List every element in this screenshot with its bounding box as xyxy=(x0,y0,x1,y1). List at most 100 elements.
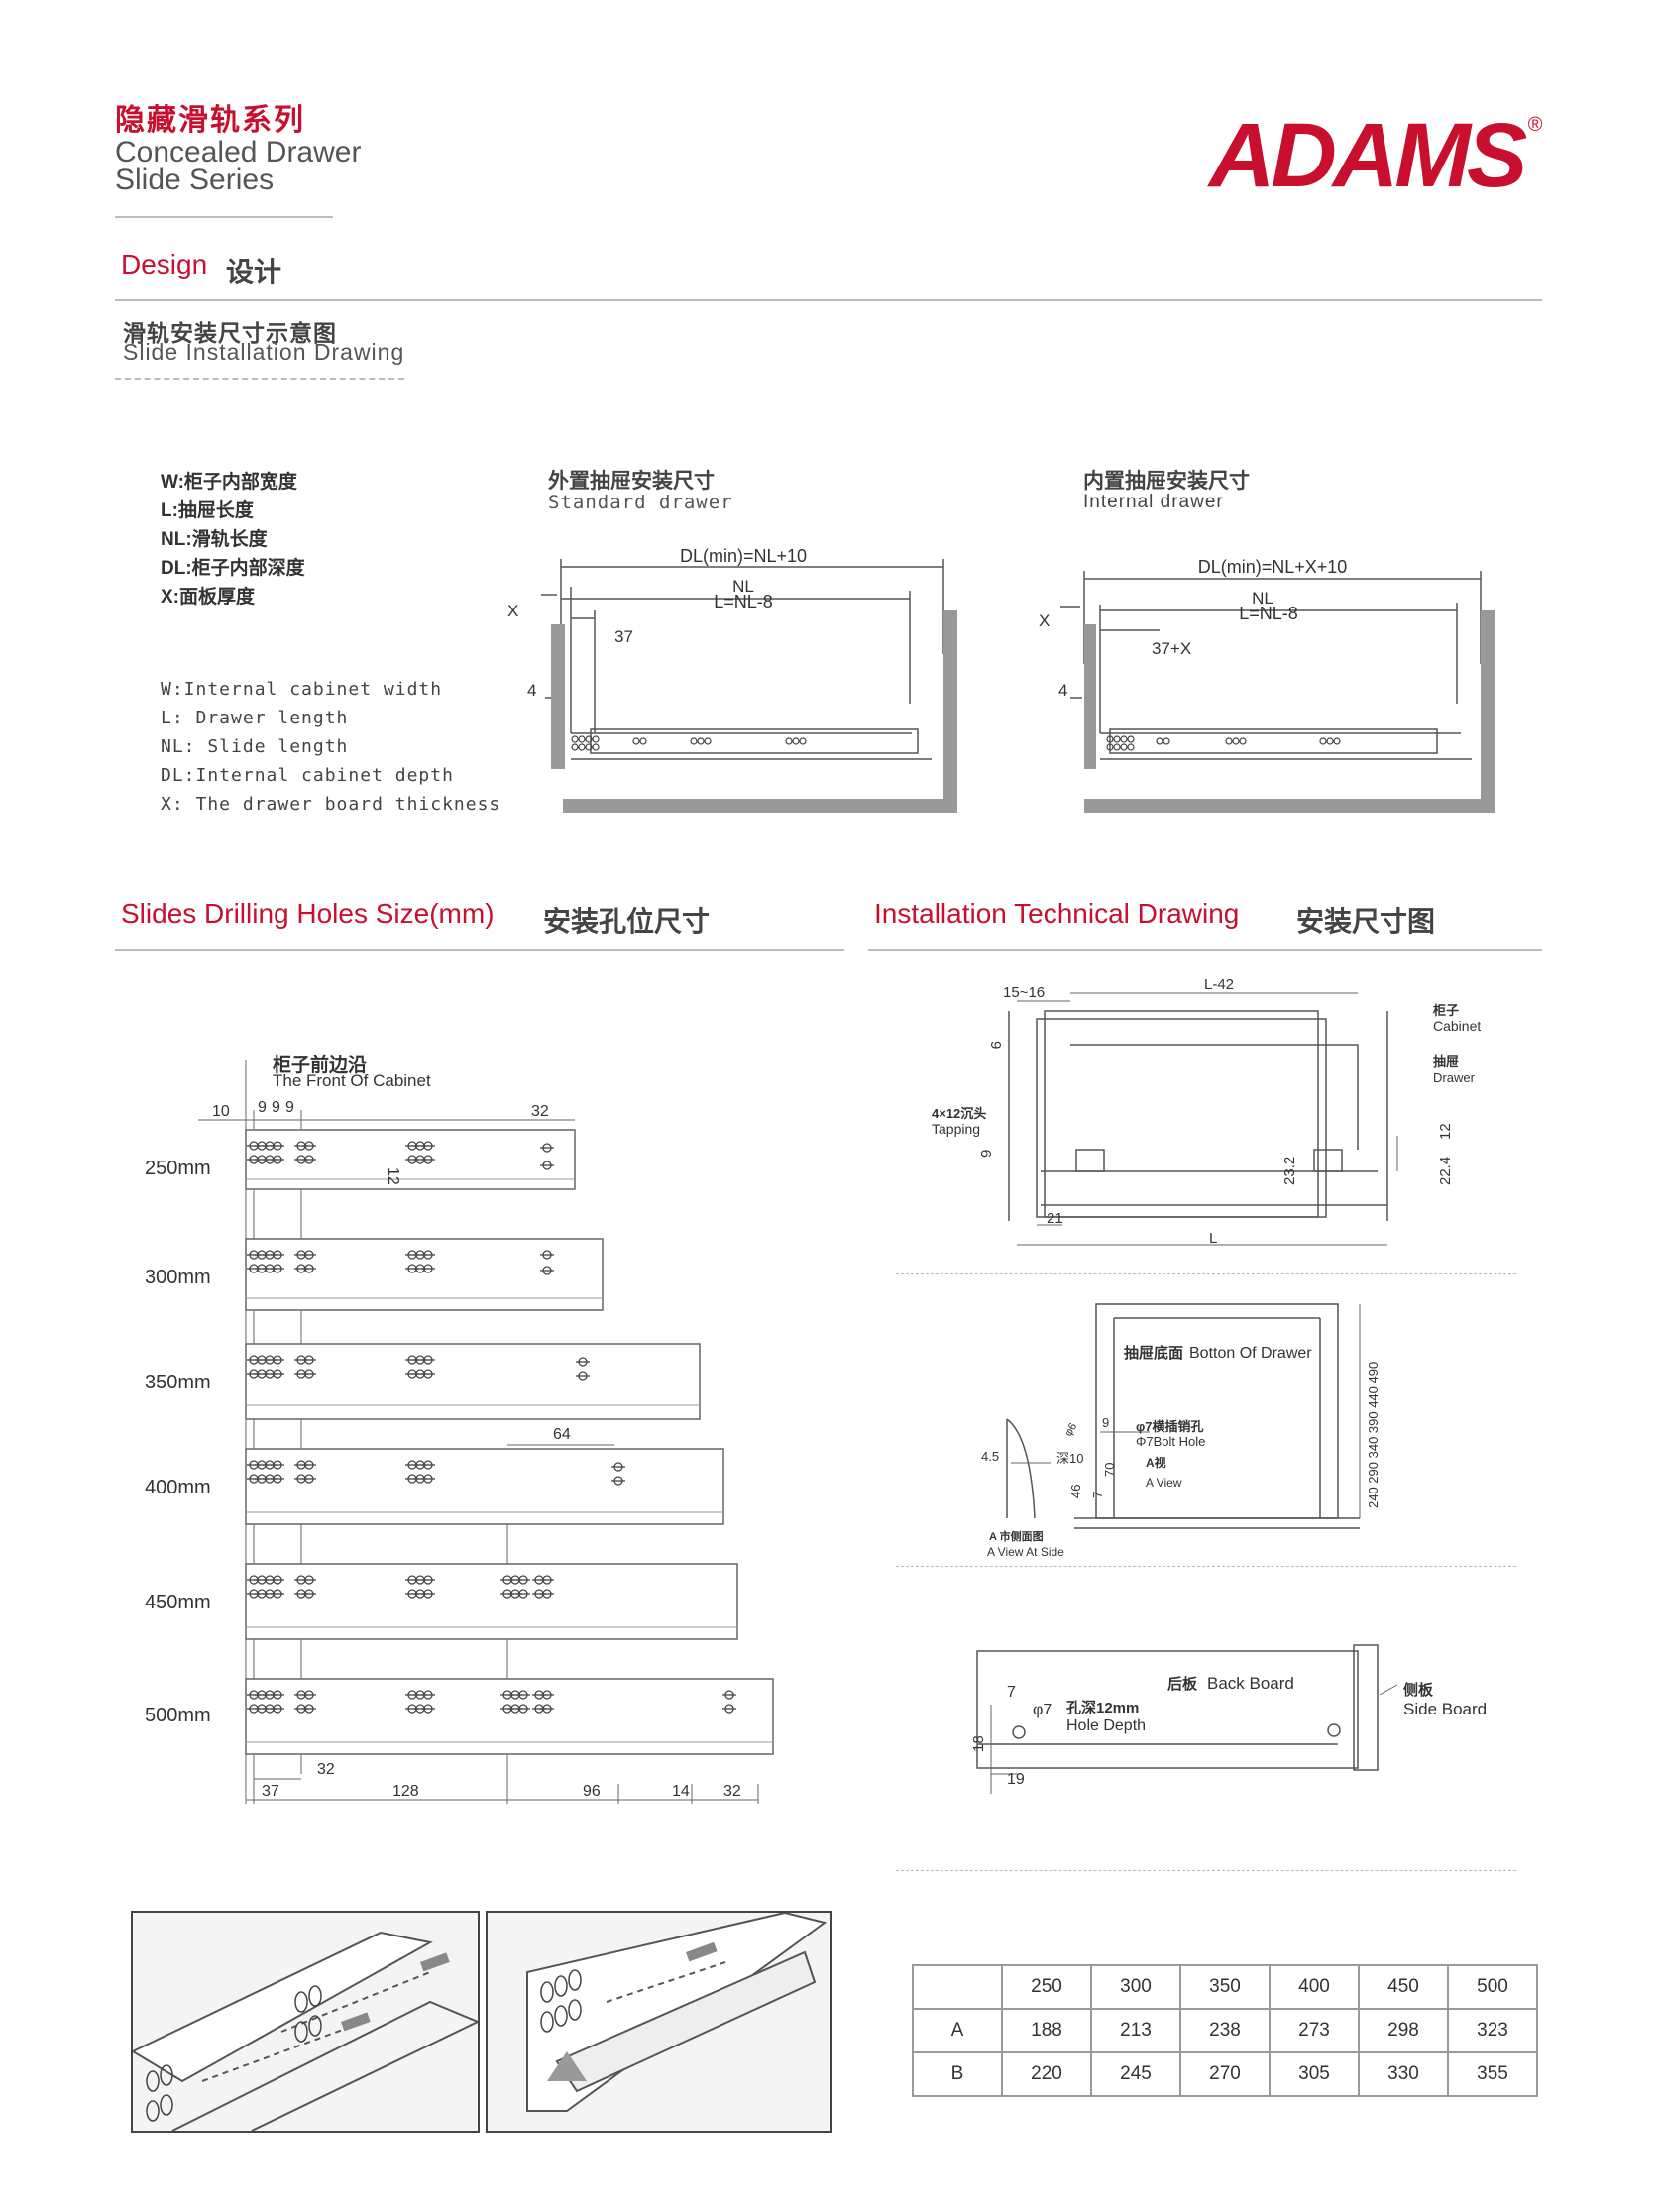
table-header-row: 250 300 350 400 450 500 xyxy=(912,1964,1538,2010)
legend-en: W:Internal cabinet width L: Drawer lengt… xyxy=(161,675,500,819)
tapping-label-en: Tapping xyxy=(932,1121,980,1137)
rail-hole-sets xyxy=(247,1141,736,1714)
side-view-cn: A 市侧面图 xyxy=(989,1529,1044,1543)
dim-14: 14 xyxy=(672,1783,690,1800)
internal-37x-label: 37+X xyxy=(1152,639,1191,658)
table-cell: 273 xyxy=(1269,2008,1360,2053)
technical-title-en: Installation Technical Drawing xyxy=(874,898,1240,929)
standard-4-label: 4 xyxy=(527,681,536,700)
internal-4-label: 4 xyxy=(1058,681,1067,700)
dim-23-2: 23.2 xyxy=(1281,1157,1298,1185)
install-photo-right xyxy=(486,1911,832,2133)
design-divider xyxy=(115,299,1542,301)
legend-en-nl: NL: Slide length xyxy=(161,736,349,757)
table-cell: 500 xyxy=(1447,1964,1538,2010)
dim-32-mid: 32 xyxy=(317,1761,335,1778)
rail-350 xyxy=(245,1343,701,1420)
series-title-en-1: Concealed Drawer xyxy=(115,136,362,168)
table-cell: 188 xyxy=(1001,2008,1092,2053)
drilling-divider xyxy=(115,949,844,951)
standard-cabinet-back xyxy=(943,610,957,813)
bottom-drawer-cn: 抽屉底面 xyxy=(1124,1344,1183,1362)
table-cell: 298 xyxy=(1358,2008,1449,2053)
size-label-500: 500mm xyxy=(145,1705,211,1726)
standard-slide-holes xyxy=(571,735,807,751)
dim-phi-7: φ7 xyxy=(1033,1702,1052,1718)
internal-drawer-diagram: DL(min)=NL+X+10 NL L=NL-8 X 37+X 4 xyxy=(1039,557,1495,813)
size-label-350: 350mm xyxy=(145,1372,211,1393)
internal-front-panel xyxy=(1084,624,1096,769)
dim-15-16: 15~16 xyxy=(1003,984,1045,1001)
header-underline xyxy=(115,216,333,218)
bolt-hole-en: Φ7Bolt Hole xyxy=(1136,1434,1205,1449)
bottom-drawer-en: Botton Of Drawer xyxy=(1189,1345,1312,1362)
size-label-400: 400mm xyxy=(145,1477,211,1498)
series-title-cn: 隐藏滑轨系列 xyxy=(115,104,305,137)
rail-500 xyxy=(245,1678,774,1755)
install-drawing-underline xyxy=(115,378,404,380)
table-row: A 188 213 238 273 298 323 xyxy=(912,2008,1538,2053)
size-label-300: 300mm xyxy=(145,1267,211,1288)
size-label-450: 450mm xyxy=(145,1592,211,1613)
brand-logo: ADAMS ® xyxy=(1209,104,1543,208)
dim-32-top: 32 xyxy=(531,1103,549,1120)
standard-title-cn: 外置抽屉安装尺寸 xyxy=(548,470,715,493)
tech-divider-2 xyxy=(896,1566,1516,1567)
drilling-title-cn: 安装孔位尺寸 xyxy=(543,906,711,937)
side-view-en: A View At Side xyxy=(987,1545,1064,1559)
dim-7: 7 xyxy=(1090,1492,1105,1498)
table-cell: A xyxy=(912,2008,1003,2053)
standard-37-label: 37 xyxy=(614,627,633,646)
internal-cabinet-bottom xyxy=(1084,799,1495,813)
dim-9-top: 9 xyxy=(987,1041,1004,1049)
drilling-title-en: Slides Drilling Holes Size(mm) xyxy=(121,898,495,929)
dim-9b: 9 xyxy=(272,1099,280,1116)
dim-l: L xyxy=(1209,1230,1217,1247)
internal-title-en: Internal drawer xyxy=(1083,492,1224,512)
dim-64: 64 xyxy=(553,1426,571,1443)
standard-front-panel xyxy=(551,624,565,769)
dim-l-42: L-42 xyxy=(1204,976,1234,993)
table-cell: B xyxy=(912,2051,1003,2097)
table-cell: 245 xyxy=(1090,2051,1181,2097)
front-cabinet-cn: 柜子前边沿 xyxy=(273,1055,368,1076)
install-photo-right-illustration xyxy=(526,1913,828,2112)
bolt-hole-cn: φ7横插销孔 xyxy=(1136,1419,1204,1434)
dim-37: 37 xyxy=(262,1783,279,1800)
dim-70: 70 xyxy=(1102,1463,1117,1477)
table-cell: 400 xyxy=(1269,1964,1360,2010)
table-cell: 270 xyxy=(1179,2051,1271,2097)
dim-10: 10 xyxy=(212,1103,230,1120)
table-cell xyxy=(912,1964,1003,2010)
cabinet-label-en: Cabinet xyxy=(1433,1018,1481,1034)
rail-450 xyxy=(245,1563,738,1640)
standard-cabinet-bottom xyxy=(563,799,957,813)
technical-divider xyxy=(868,949,1542,951)
table-cell: 305 xyxy=(1269,2051,1360,2097)
standard-title-en: Standard drawer xyxy=(548,492,733,513)
side-board-cn: 侧板 xyxy=(1403,1681,1434,1699)
legend-en-x: X: The drawer board thickness xyxy=(161,794,501,815)
drawer-label-cn: 抽屉 xyxy=(1433,1054,1459,1069)
legend-cn-nl: NL:滑轨长度 xyxy=(161,529,268,550)
technical-front-view: L-42 15~16 9 9 23.2 22.4 12 21 L 柜子 Cabi… xyxy=(932,976,1481,1247)
internal-cabinet-back xyxy=(1481,610,1495,813)
size-table: 250 300 350 400 450 500 A 188 213 238 27… xyxy=(912,1964,1538,2097)
drawer-label-en: Drawer xyxy=(1433,1070,1476,1085)
table-cell: 250 xyxy=(1001,1964,1092,2010)
dim-heights: 240 290 340 390 440 490 xyxy=(1366,1362,1381,1508)
internal-l-label: L=NL-8 xyxy=(1239,604,1298,623)
legend-en-l: L: Drawer length xyxy=(161,708,349,728)
legend-cn-x: X:面板厚度 xyxy=(161,587,256,608)
design-label-cn: 设计 xyxy=(226,257,282,287)
table-cell: 213 xyxy=(1090,2008,1181,2053)
dim-9c: 9 xyxy=(285,1099,294,1116)
internal-slide-holes xyxy=(1106,735,1341,751)
back-board-cn: 后板 xyxy=(1167,1675,1198,1693)
dim-7-back: 7 xyxy=(1007,1684,1016,1701)
table-row: B 220 245 270 305 330 355 xyxy=(912,2051,1538,2097)
a-view-cn: A视 xyxy=(1146,1455,1166,1470)
table-cell: 300 xyxy=(1090,1964,1181,2010)
dim-9-side: 9 xyxy=(1102,1415,1109,1430)
series-title-en-2: Slide Series xyxy=(115,164,275,196)
